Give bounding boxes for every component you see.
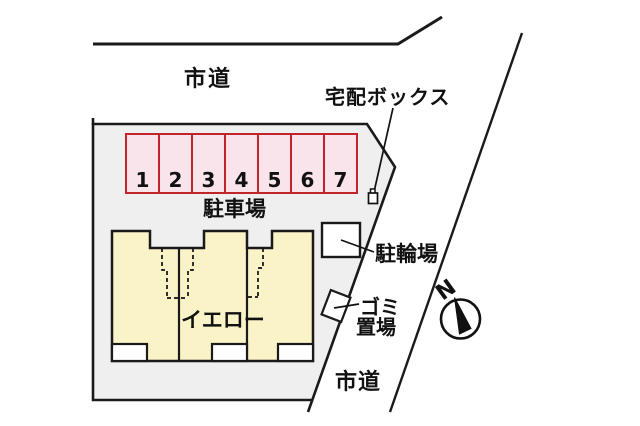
garbage-area-marker [320,288,352,324]
porch-2 [210,342,249,363]
plot-slant-extension [306,399,314,413]
delivery-box-leader-line [373,107,394,193]
bicycle-parking-label: 駐輪場 [375,242,438,266]
garbage-area-label-line1: ゴミ [360,295,400,319]
stall-number: 5 [267,168,282,192]
stall-number: 7 [333,168,348,192]
stall-number: 2 [168,168,183,192]
right-road-line [388,32,524,413]
delivery-box-label: 宅配ボックス [325,85,451,109]
stall-number: 4 [234,168,249,192]
compass-needle [454,297,472,335]
parking-stall-4: 4 [224,133,259,194]
delivery-box-marker [367,192,379,205]
stall-number: 6 [300,168,315,192]
parking-stall-6: 6 [290,133,325,194]
parking-stall-row: 1 2 3 4 5 6 7 [125,133,358,194]
porch-1 [110,342,149,363]
stairs-dashed-right [248,248,264,298]
stall-number: 3 [201,168,216,192]
top-road-line [93,15,443,46]
parking-area-label: 駐車場 [203,197,266,221]
garbage-area-label: ゴミ 置場 [356,297,400,337]
stairs-dashed-left [161,248,194,299]
garbage-leader-line [333,303,360,309]
top-road-label: 市道 [184,67,233,92]
building-outline [110,229,315,363]
parking-stall-3: 3 [191,133,226,194]
bicycle-parking-leader-line [340,239,375,253]
parking-stall-7: 7 [323,133,358,194]
porch-3 [276,342,315,363]
parking-stall-2: 2 [158,133,193,194]
bottom-road-label: 市道 [335,370,382,395]
parking-stall-5: 5 [257,133,292,194]
building-name-label: イエロー [181,308,265,332]
parking-stall-1: 1 [125,133,160,194]
stall-number: 1 [135,168,150,192]
garbage-area-label-line2: 置場 [356,315,396,339]
